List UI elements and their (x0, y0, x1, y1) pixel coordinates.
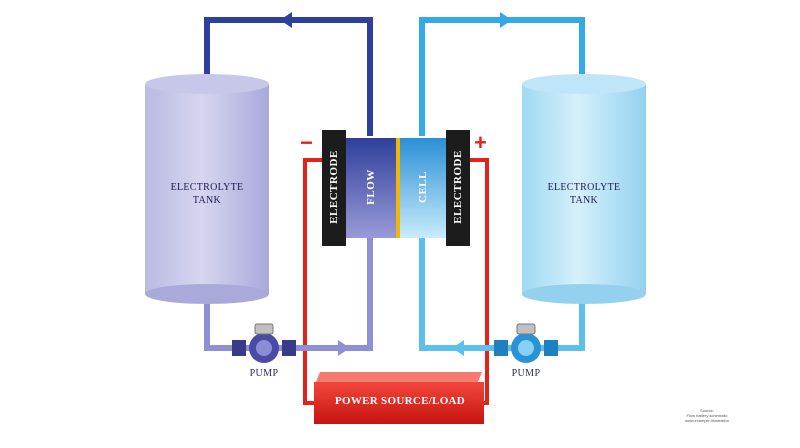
flow-arrow-right-top (500, 12, 512, 28)
left-electrode (322, 130, 346, 246)
left-pump (232, 323, 296, 363)
left-electrolyte-tank (145, 74, 269, 304)
power-source-box (314, 372, 484, 424)
left-pump-label: PUMP (249, 368, 279, 379)
flow-half (346, 138, 396, 238)
positive-wire (468, 158, 489, 405)
cell-label: CELL (417, 171, 429, 203)
positive-terminal-sign: + (474, 130, 487, 155)
right-pump-label: PUMP (511, 368, 541, 379)
negative-terminal-sign: − (300, 130, 313, 155)
left-tank-label: ELECTROLYTE TANK (170, 182, 244, 206)
flow-cell (322, 130, 470, 246)
right-electrode-label: ELECTRODE (452, 150, 464, 224)
right-tank-label: ELECTROLYTE TANK (547, 182, 621, 206)
flow-arrow-left-bottom (338, 340, 350, 356)
power-source-label: POWER SOURCE/LOAD (334, 395, 466, 407)
right-pump (494, 323, 558, 363)
membrane (396, 138, 400, 238)
right-electrolyte-tank (522, 74, 646, 304)
flow-arrow-left-top (280, 12, 292, 28)
flow-arrow-right-bottom (452, 340, 464, 356)
image-caption: Source: Flow battery schematic www.examp… (684, 408, 729, 423)
cell-half (400, 138, 446, 238)
flow-label: FLOW (365, 169, 377, 205)
negative-wire (303, 158, 322, 405)
right-electrode (446, 130, 470, 246)
left-electrode-label: ELECTRODE (328, 150, 340, 224)
